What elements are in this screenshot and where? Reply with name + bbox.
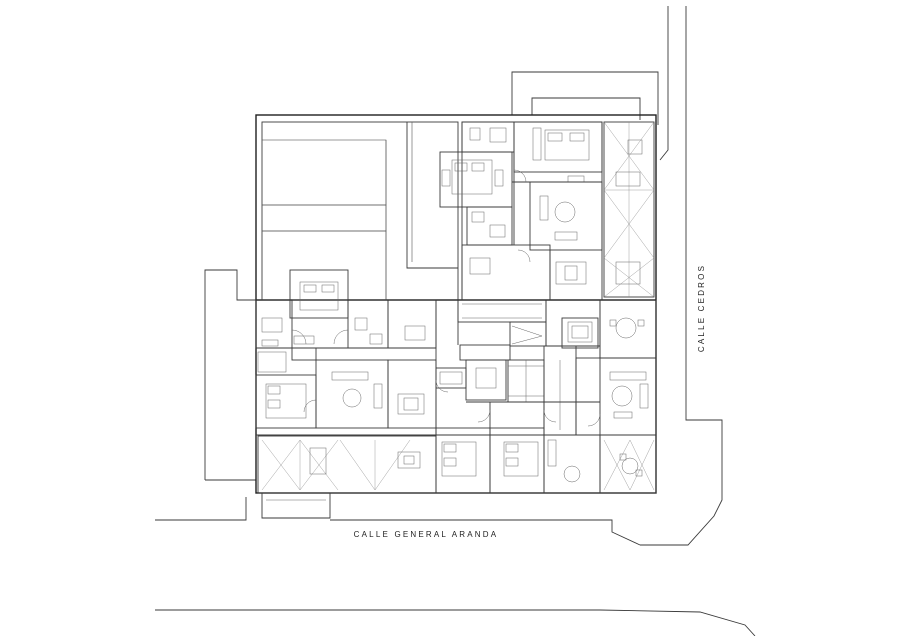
apartment-north [439,121,603,301]
south-terrace-west [257,435,437,494]
street-label-calle-cedros: CALLE CEDROS [697,264,706,352]
south-bedrooms [435,427,601,494]
east-terrace [603,121,655,298]
building-envelope [255,114,657,519]
site-boundaries [155,6,756,636]
partitions [256,152,602,493]
apartment-west [255,269,437,429]
circulation-core [435,299,599,403]
door-swings [291,169,601,427]
stair-flight-upper [462,303,542,319]
south-terrace-east [599,434,657,494]
street-label-calle-general-aranda: CALLE GENERAL ARANDA [354,530,499,539]
stair-flight-lower [508,360,544,402]
courtyard [261,121,459,301]
